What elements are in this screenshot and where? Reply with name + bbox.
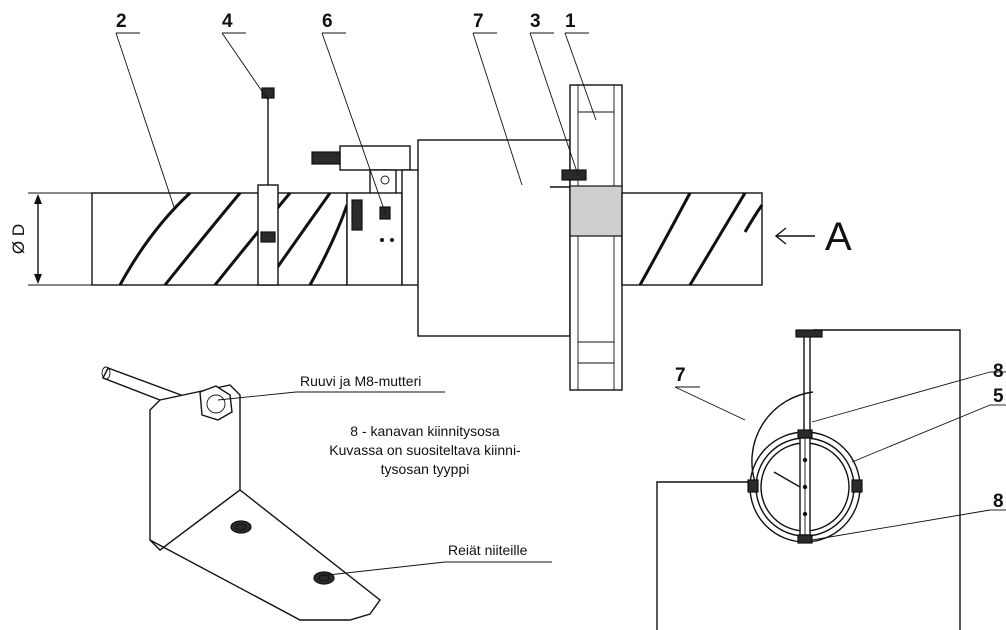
fastening-bracket-detail xyxy=(101,366,552,621)
callout-8-bottom: 8 xyxy=(993,491,1004,512)
callout-5: 5 xyxy=(993,386,1004,407)
bracket-desc-line3: tysosan tyyppi xyxy=(381,461,470,477)
bracket-desc-line1: 8 - kanavan kiinnitysosa xyxy=(350,423,500,439)
callout-7-detail: 7 xyxy=(675,365,686,386)
mounting-bolt xyxy=(550,169,587,188)
callout-2: 2 xyxy=(116,11,127,32)
callout-leaders xyxy=(115,32,597,216)
damper-actuator xyxy=(311,145,411,286)
callout-3: 3 xyxy=(530,11,541,32)
spiral-duct-left xyxy=(91,191,349,286)
hanger-strap xyxy=(257,87,279,286)
rivet-label: Reiät niiteille xyxy=(448,542,528,558)
duct-assembly-side-view: Ø D A xyxy=(9,84,852,391)
screw-label: Ruuvi ja M8-mutteri xyxy=(300,373,421,389)
installation-frame xyxy=(569,84,623,391)
dimension-label: Ø D xyxy=(9,224,28,254)
callout-7: 7 xyxy=(473,11,484,32)
view-arrow-label: A xyxy=(825,215,852,259)
callout-4: 4 xyxy=(222,11,233,32)
front-view-detail xyxy=(656,329,1006,630)
spiral-duct-right xyxy=(621,192,764,286)
diameter-dimension: Ø D xyxy=(9,192,92,286)
view-arrow: A xyxy=(774,215,852,259)
callout-8-top: 8 xyxy=(993,361,1004,382)
callout-6: 6 xyxy=(322,11,333,32)
bracket-desc-line2: Kuvassa on suositeltava kiinni- xyxy=(329,442,521,458)
damper-body xyxy=(401,139,571,337)
callout-1: 1 xyxy=(565,11,576,32)
